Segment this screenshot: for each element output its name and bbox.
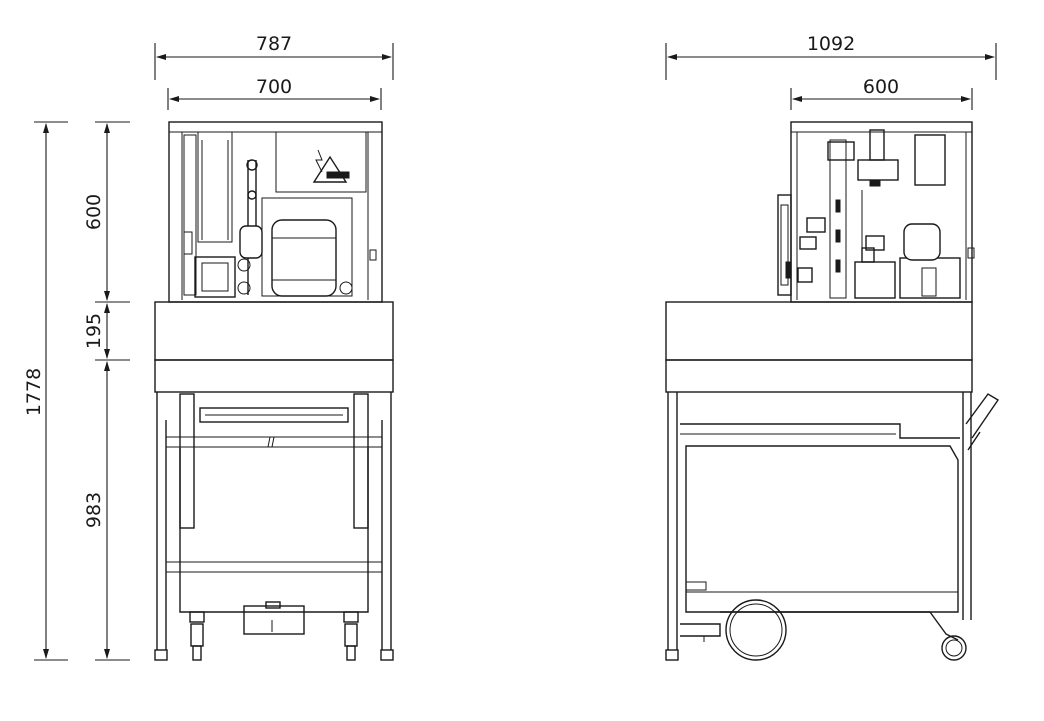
dimension-inner-width: 700 [167, 76, 382, 110]
side-view: 1092 600 [665, 33, 999, 661]
side-top-cabinet [777, 121, 975, 303]
dimension-overall-height: 1778 [23, 121, 68, 661]
dimension-height-chain: 600 195 983 [83, 121, 130, 661]
base-height-label: 983 [83, 492, 105, 528]
overall-height-label: 1778 [23, 368, 45, 416]
top-unit-depth-label: 600 [863, 76, 899, 98]
overall-width-label: 787 [256, 33, 292, 55]
front-top-cabinet [168, 121, 383, 303]
inner-width-label: 700 [256, 76, 292, 98]
dimension-overall-depth: 1092 [665, 33, 997, 80]
dimension-overall-width: 787 [154, 33, 394, 80]
front-stand [154, 392, 394, 661]
middle-height-label: 195 [83, 313, 105, 349]
top-unit-height-label: 600 [83, 194, 105, 230]
dimension-top-unit-depth: 600 [790, 76, 973, 110]
front-middle-body [154, 301, 394, 393]
side-middle-body [665, 301, 973, 393]
overall-depth-label: 1092 [807, 33, 855, 55]
side-stand [665, 392, 999, 661]
front-view: 787 700 1778 600 195 983 [23, 33, 394, 661]
